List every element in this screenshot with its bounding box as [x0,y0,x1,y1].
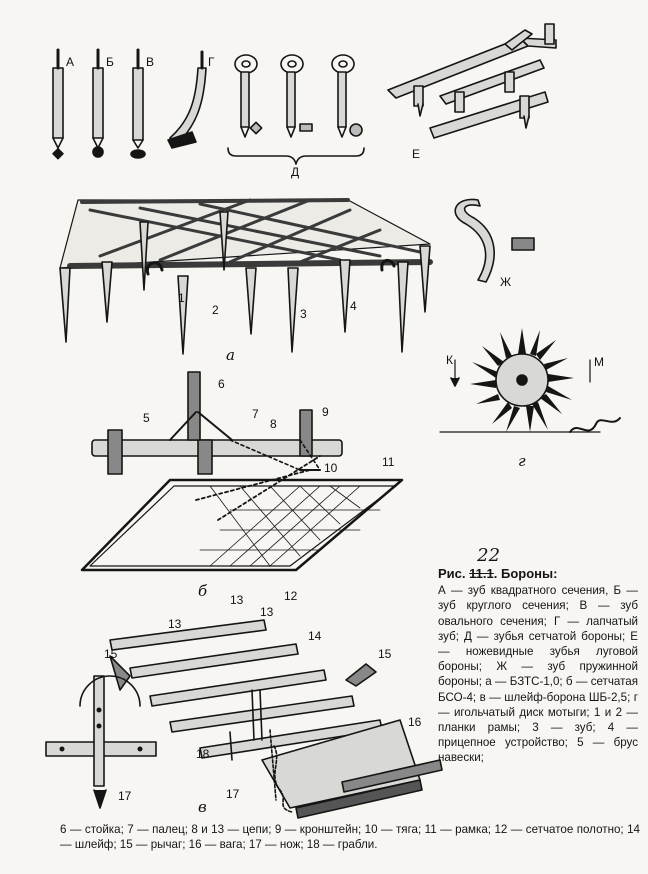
label-D: Д [291,165,299,179]
label-11: 11 [382,455,395,469]
label-A: А [66,55,74,69]
label-9: 9 [322,405,329,419]
label-7: 7 [252,407,259,421]
figure-caption: Рис. 22 11.1. Бороны: А — зуб квадратног… [438,545,638,766]
drag-harrow [45,619,443,819]
caption-fig-number: 22 11.1. [469,545,501,581]
teeth-net-harrow [227,54,365,165]
label-v: в [198,798,207,816]
label-8: 8 [270,417,277,431]
label-13-left: 13 [168,617,182,631]
label-M: М [594,355,604,369]
label-14: 14 [308,629,322,643]
label-13-net: 13 [230,593,244,607]
label-2: 2 [212,303,219,317]
handwritten-number: 22 [477,545,501,566]
label-G: Г [208,55,215,69]
label-V: В [146,55,154,69]
meadow-harrow-frame [387,23,557,139]
label-5: 5 [143,411,150,425]
label-10: 10 [324,461,338,475]
teeth-row-top [52,48,207,160]
zigzag-harrow [59,198,433,355]
label-4: 4 [350,299,357,313]
drawing-labels: А Б В Г Д Е Ж К М а б в г 1 2 3 4 5 6 7 … [66,55,604,816]
caption-text-bottom: 6 — стойка; 7 — палец; 8 и 13 — цепи; 9 … [60,823,640,852]
label-18: 18 [196,747,210,761]
label-Zh: Ж [500,275,511,289]
label-K: К [446,353,453,367]
spring-tooth [454,198,535,283]
caption-text-right: А — зуб квадратного сечения, Б — зуб кру… [438,584,638,765]
label-16: 16 [408,715,422,729]
label-17-main: 17 [226,787,240,801]
label-6: 6 [218,377,225,391]
label-1: 1 [178,291,185,305]
label-17-detail: 17 [118,789,132,803]
struck-number: 11.1 [469,566,494,581]
label-12: 12 [284,589,298,603]
label-3: 3 [300,307,307,321]
label-b: б [198,582,208,600]
label-E: Е [412,147,420,161]
label-a: а [226,346,235,364]
caption-heading: Рис. 22 11.1. Бороны: [438,545,638,581]
label-B: Б [106,55,114,69]
label-15-main: 15 [378,647,392,661]
label-13-top: 13 [260,605,274,619]
label-g: г [518,452,526,470]
label-15-detail: 15 [104,647,118,661]
net-harrow [80,371,404,572]
needle-disc [439,328,621,433]
caption-fig-label: Рис. [438,566,466,581]
caption-title: Бороны: [500,566,558,581]
